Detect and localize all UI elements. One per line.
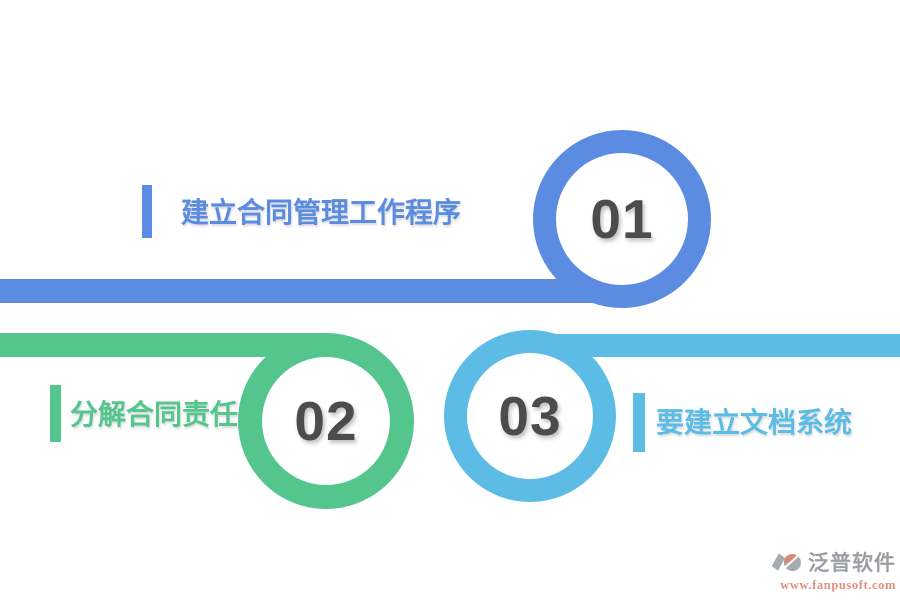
step1-loop-circle: 01 — [533, 130, 711, 308]
logo-diamond-shape — [771, 553, 786, 571]
watermark-brand-text: 泛普软件 — [808, 552, 896, 575]
step2-label: 分解合同责任 — [70, 399, 239, 430]
logo-orange-arc — [783, 553, 799, 562]
step2-loop-circle: 02 — [238, 333, 414, 509]
step3-label: 要建立文档系统 — [656, 407, 853, 438]
step2-label-marker — [50, 385, 61, 442]
watermark-url: www.fanpusoft.com — [780, 578, 896, 592]
step3-loop-circle: 03 — [444, 330, 616, 502]
logo-slash — [781, 553, 801, 570]
step3-connector-line — [530, 334, 900, 357]
step1-number: 01 — [590, 188, 654, 250]
fanpu-logo-icon — [771, 553, 801, 571]
step1-connector-line — [0, 279, 622, 303]
step1-label-marker — [142, 185, 152, 238]
watermark: 泛普软件 www.fanpusoft.com — [769, 547, 896, 593]
step2-number: 02 — [294, 390, 358, 452]
step3-number: 03 — [498, 385, 562, 447]
logo-gray-arc — [783, 555, 801, 571]
step1-label: 建立合同管理工作程序 — [181, 197, 462, 228]
step3-label-marker — [633, 393, 645, 452]
